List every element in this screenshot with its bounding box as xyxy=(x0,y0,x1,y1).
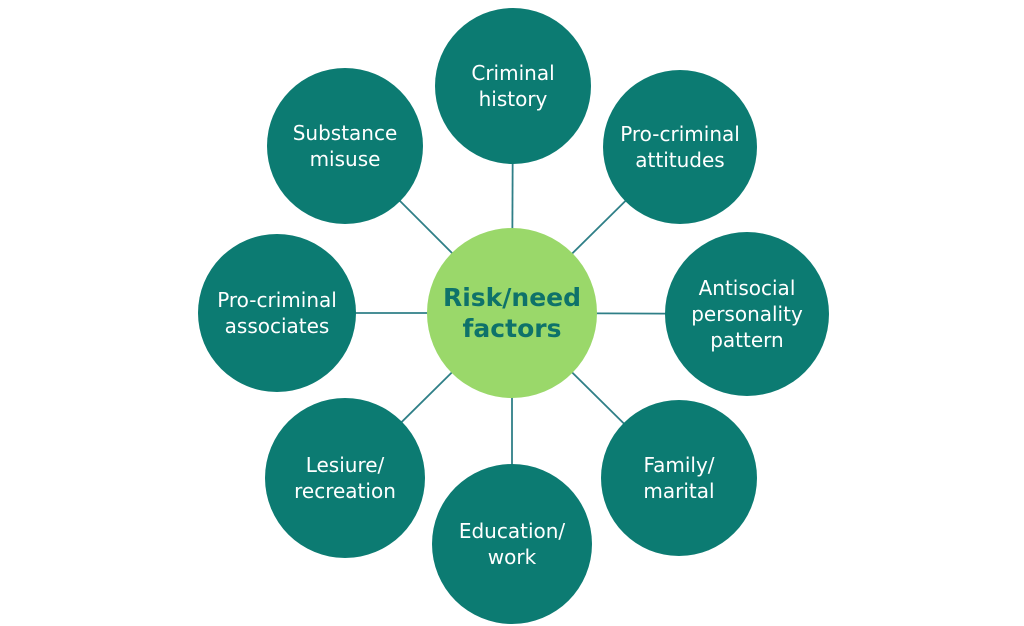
node-lesiure-recreation: Lesiure/ recreation xyxy=(265,398,425,558)
node-label: Substance misuse xyxy=(292,121,398,171)
node-antisocial-personality-pattern: Antisocial personality pattern xyxy=(665,232,829,396)
node-pro-criminal-attitudes: Pro-criminal attitudes xyxy=(603,70,757,224)
node-criminal-history: Criminal history xyxy=(435,8,591,164)
node-education-work: Education/ work xyxy=(432,464,592,624)
node-label: Lesiure/ recreation xyxy=(294,453,396,503)
center-node-label: Risk/need factors xyxy=(442,282,582,343)
node-label: Antisocial personality pattern xyxy=(691,276,803,352)
node-pro-criminal-associates: Pro-criminal associates xyxy=(198,234,356,392)
node-label: Pro-criminal associates xyxy=(217,288,337,338)
node-label: Pro-criminal attitudes xyxy=(620,122,740,172)
node-label: Education/ work xyxy=(458,519,566,569)
node-label: Family/ marital xyxy=(643,453,715,503)
node-family-marital: Family/ marital xyxy=(601,400,757,556)
center-node-risk-need-factors: Risk/need factors xyxy=(427,228,597,398)
node-label: Criminal history xyxy=(471,61,555,111)
node-substance-misuse: Substance misuse xyxy=(267,68,423,224)
